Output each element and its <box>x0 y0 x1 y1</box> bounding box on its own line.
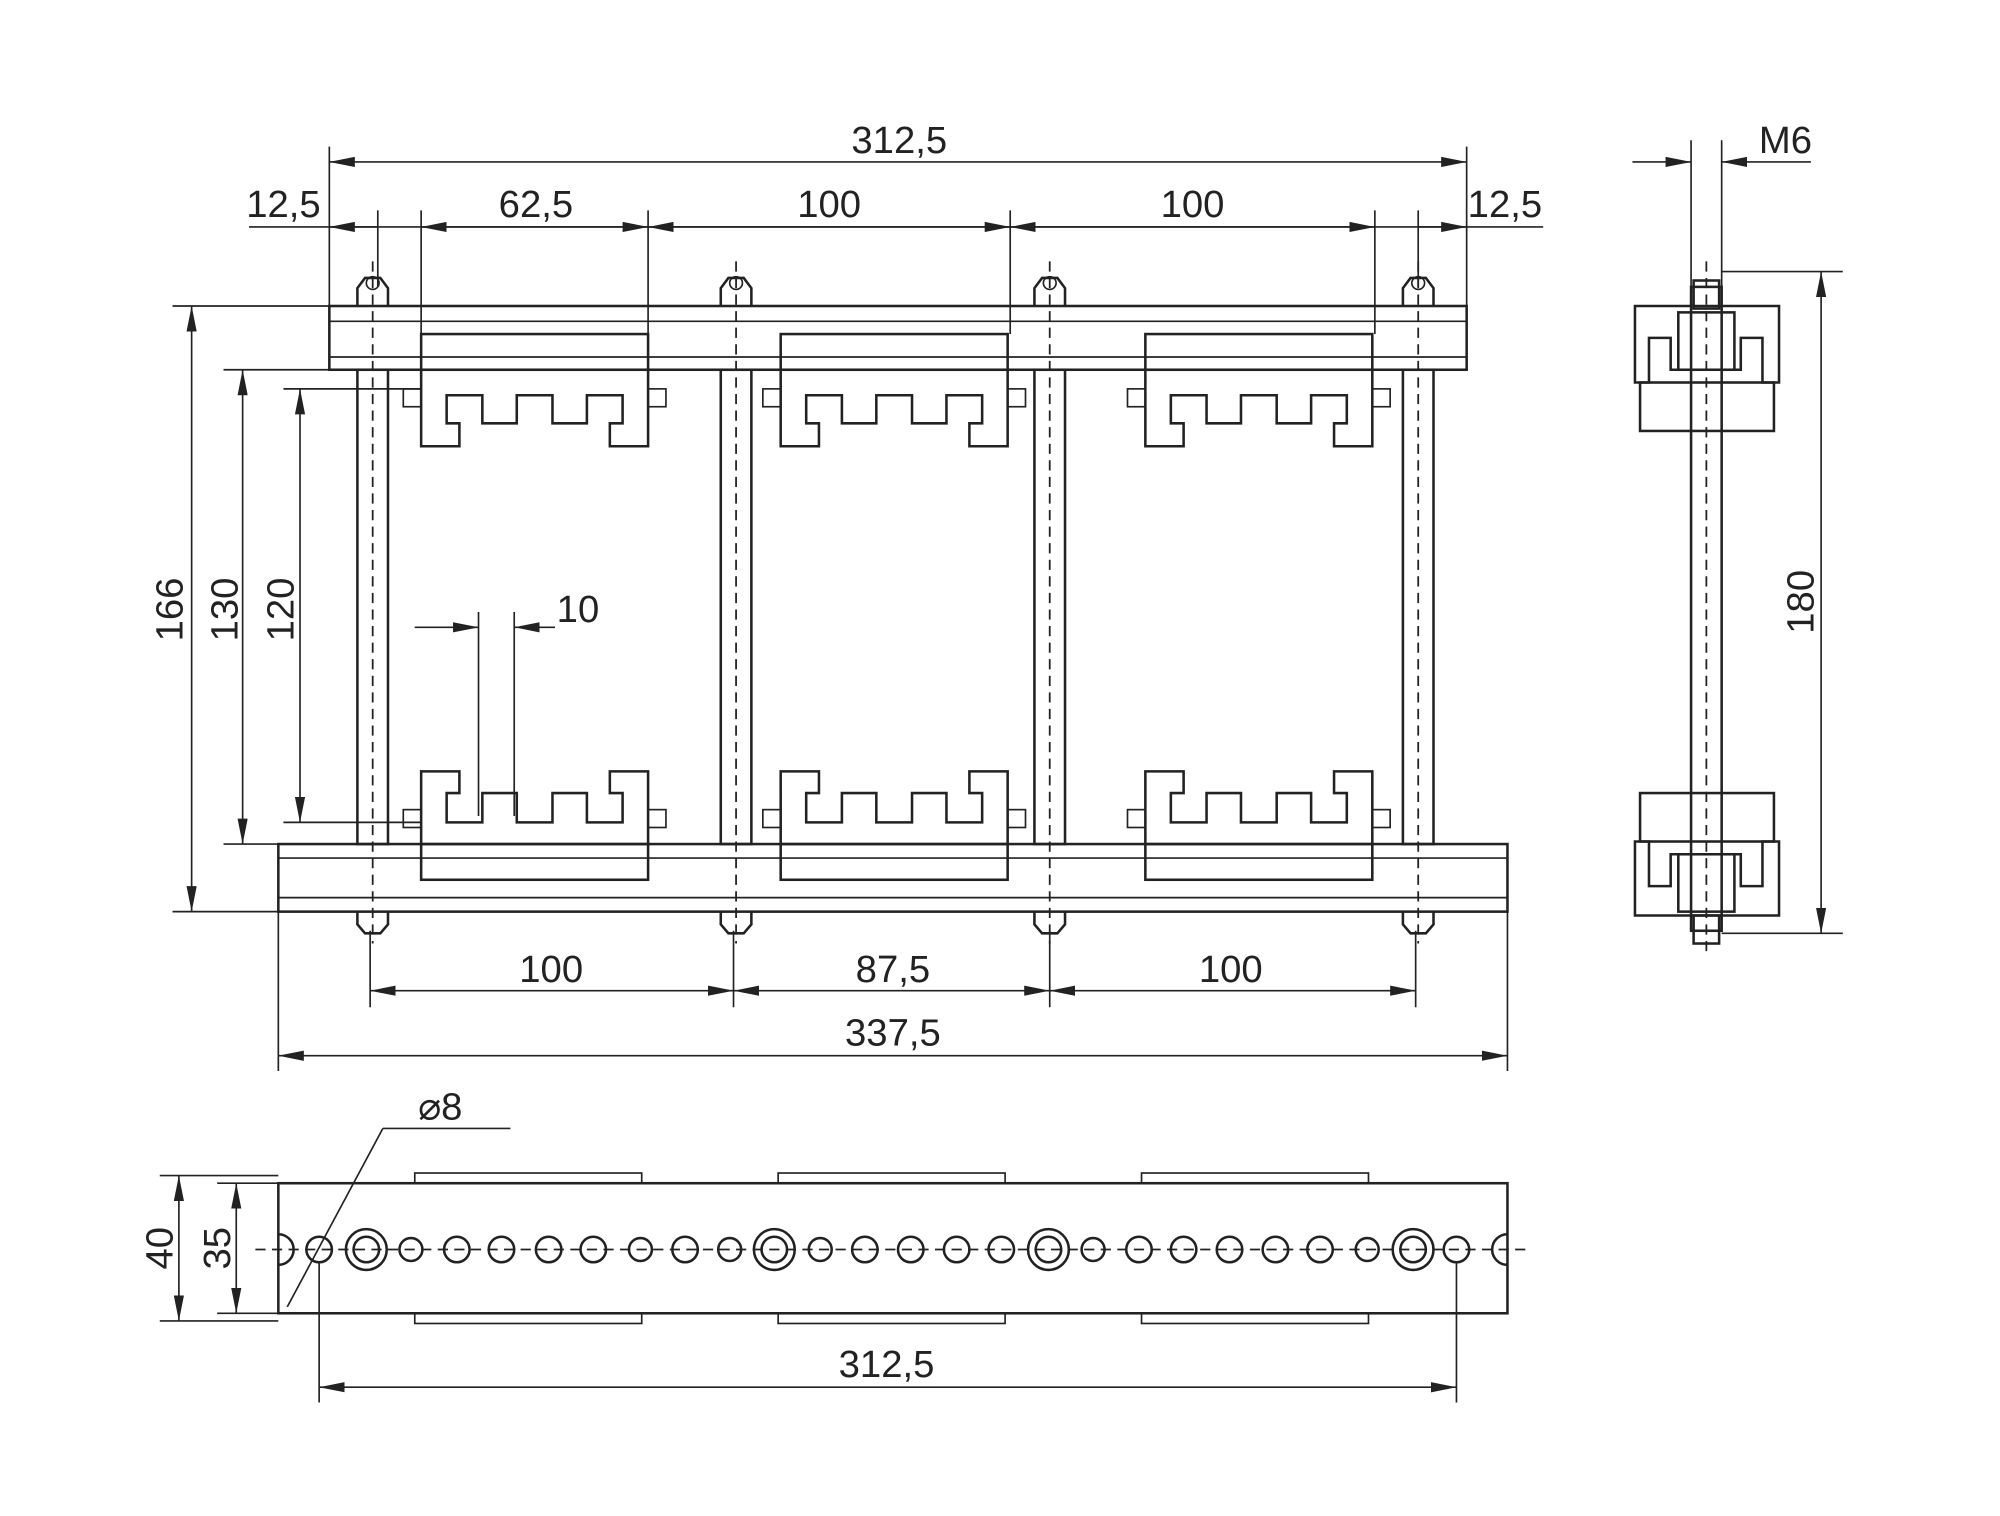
side-top-clamp <box>1633 279 1781 433</box>
dim-tooth-width: 10 <box>557 588 600 631</box>
dim-top-chain-1: 12,5 <box>246 183 320 226</box>
clamp-screw <box>647 808 667 829</box>
clamp-screw <box>647 388 667 408</box>
threaded-rod <box>1401 261 1435 944</box>
dim-height-166: 166 <box>149 578 192 642</box>
dim-hole-diameter: ⌀8 <box>418 1085 462 1128</box>
hole <box>896 1235 925 1264</box>
hole-filled <box>716 1236 743 1263</box>
clamp-screw <box>1371 808 1391 829</box>
stud-nut <box>352 1235 381 1264</box>
clamp-screw <box>402 808 422 829</box>
top-clamp <box>1126 332 1391 448</box>
top-nut <box>719 276 753 307</box>
dim-side-height: 180 <box>1779 570 1822 634</box>
dim-thread: M6 <box>1759 119 1812 162</box>
stud-hole <box>1026 1227 1071 1272</box>
front-dimensions: 312,5 12,5 62,5 100 100 12,5 166 130 120… <box>149 119 1544 1072</box>
dim-top-chain-5: 12,5 <box>1468 183 1542 226</box>
clamp-screw <box>1006 388 1027 408</box>
threaded-rod <box>356 261 390 944</box>
dim-plan-40: 40 <box>139 1227 182 1270</box>
hole <box>671 1235 700 1264</box>
bottom-nut <box>356 911 390 935</box>
bottom-nut <box>1401 911 1435 935</box>
top-nut <box>356 276 390 307</box>
clamp-screw <box>402 388 422 408</box>
stud-hole <box>752 1227 796 1272</box>
hole <box>442 1235 471 1264</box>
hole <box>850 1235 879 1264</box>
bottom-clamp <box>1126 770 1391 882</box>
dim-plan-width: 312,5 <box>839 1343 935 1386</box>
hole <box>487 1235 516 1264</box>
hole-filled <box>627 1236 654 1263</box>
hole <box>1261 1235 1290 1264</box>
stud-hole <box>1391 1227 1435 1272</box>
dim-top-width: 312,5 <box>851 119 947 162</box>
stud-nut <box>760 1235 789 1264</box>
hole <box>1306 1235 1335 1264</box>
top-nut <box>1033 276 1067 307</box>
plan-view: ⌀8 40 35 312,5 <box>139 1085 1531 1403</box>
clamp-screw <box>762 388 782 408</box>
bottom-clamp <box>402 770 667 882</box>
hole <box>534 1235 563 1264</box>
side-view: M6 180 <box>1632 119 1843 957</box>
threaded-rod <box>719 261 753 944</box>
side-bottom-clamp <box>1633 791 1781 945</box>
clamp-screw <box>1126 388 1147 408</box>
dim-bottom-chain-1: 100 <box>519 948 583 991</box>
top-rail <box>328 304 1468 372</box>
hole <box>942 1235 971 1264</box>
hole <box>1215 1235 1244 1264</box>
slot-right <box>1490 1232 1508 1267</box>
threaded-rods <box>356 261 1435 944</box>
hole-filled <box>1080 1236 1106 1263</box>
top-clamp <box>762 332 1027 448</box>
hole <box>987 1235 1016 1264</box>
hole-filled <box>1354 1236 1380 1263</box>
stud-nut <box>1399 1235 1428 1264</box>
bottom-rail <box>277 842 1509 913</box>
hole <box>1124 1235 1154 1264</box>
dim-top-chain-3: 100 <box>797 183 861 226</box>
hole-filled <box>398 1236 424 1263</box>
busbar-clamps <box>402 332 1391 882</box>
stud-nut <box>1034 1235 1063 1264</box>
dim-top-chain-2: 62,5 <box>499 183 573 226</box>
bottom-clamp <box>762 770 1027 882</box>
mounting-holes <box>305 1227 1471 1272</box>
dim-bottom-chain-2: 87,5 <box>856 948 930 991</box>
hole <box>1169 1235 1198 1264</box>
clamp-screw <box>1371 388 1391 408</box>
top-clamp <box>402 332 667 448</box>
slot-left <box>278 1232 295 1267</box>
dim-height-130: 130 <box>204 578 247 642</box>
clamp-screw <box>762 808 782 829</box>
dim-bottom-width: 337,5 <box>845 1012 941 1055</box>
stud-hole <box>344 1227 388 1272</box>
threaded-rod <box>1033 261 1067 944</box>
front-view <box>277 261 1509 944</box>
hole <box>579 1235 608 1264</box>
hole-filled <box>807 1236 833 1263</box>
dim-bottom-chain-3: 100 <box>1199 948 1263 991</box>
tooth-detail <box>477 612 516 817</box>
clamp-screw <box>1126 808 1147 829</box>
dim-height-120: 120 <box>260 578 303 642</box>
dim-top-chain-4: 100 <box>1161 183 1225 226</box>
clamp-screw <box>1006 808 1027 829</box>
dim-plan-35: 35 <box>196 1227 239 1270</box>
bottom-nut <box>719 911 753 935</box>
